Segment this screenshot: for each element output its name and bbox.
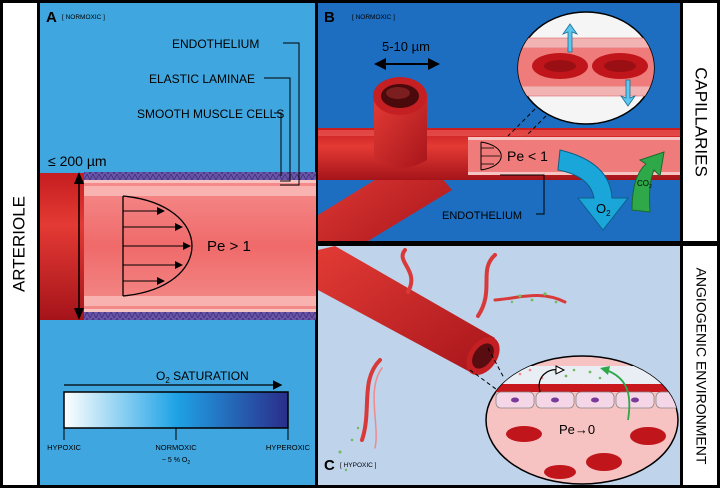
diameter-a: ≤ 200 µm [48, 153, 107, 169]
o2-legend: O2 SATURATION HYPOXIC NORMOXIC ~ 5 % O2 … [47, 369, 311, 466]
right-strip-bottom [683, 246, 717, 485]
smooth-muscle-bottom [84, 312, 316, 320]
panel-a-letter: A [46, 9, 57, 26]
legend-normoxic-value: ~ 5 % O2 [162, 457, 190, 466]
panel-b-condition: [ NORMOXIC ] [352, 14, 395, 21]
legend-gradient-bar [63, 391, 289, 429]
right-strip-top [683, 3, 717, 241]
peclet-a: Pe > 1 [207, 238, 251, 255]
peclet-c: Pe→0 [559, 422, 595, 437]
leader-elastic [264, 77, 291, 182]
arteriole-lumen [84, 183, 316, 309]
zoom-angiogenic: Pe→0 [485, 355, 679, 485]
panel-b: B [ NORMOXIC ] 5-10 µm Pe < 1 ENDOTHELIU… [318, 3, 680, 241]
label-angiogenic: ANGIOGENIC ENVIRONMENT [693, 268, 709, 465]
legend-title: O2 SATURATION [156, 369, 249, 385]
flow-profile-b [480, 141, 502, 171]
angiogenic-vessel [318, 246, 495, 372]
flow-profile-a [122, 195, 193, 297]
label-endothelium-b: ENDOTHELIUM [442, 210, 522, 222]
smooth-muscle-top [84, 172, 316, 180]
peclet-b: Pe < 1 [507, 148, 548, 164]
leader-endothelium-b [500, 174, 545, 215]
panel-c: C [ HYPOXIC ] [318, 246, 680, 485]
panel-a: A [ NORMOXIC ] ≤ 200 µm Pe > 1 ENDOTHELI… [40, 3, 316, 485]
leader-endothelium [280, 42, 300, 186]
panel-c-condition: [ HYPOXIC ] [340, 462, 377, 469]
leader-smooth [274, 112, 282, 176]
o2-arrow [557, 149, 630, 231]
label-capillaries: CAPILLARIES [692, 67, 711, 177]
o2-label: O2 [596, 201, 611, 218]
label-elastic-laminae: ELASTIC LAMINAE [149, 72, 255, 86]
label-smooth-muscle: SMOOTH MUSCLE CELLS [137, 107, 284, 121]
diameter-b: 5-10 µm [382, 39, 430, 54]
co2-arrow [631, 151, 665, 213]
co2-label: CO2 [637, 179, 652, 190]
left-strip [3, 3, 37, 485]
panel-c-letter: C [324, 457, 335, 474]
zoom-capillary [517, 11, 655, 125]
panel-a-condition: [ NORMOXIC ] [62, 14, 105, 21]
capillary-stub [374, 98, 427, 168]
legend-hyperoxic: HYPEROXIC [266, 443, 311, 452]
legend-hypoxic: HYPOXIC [47, 443, 81, 452]
legend-normoxic: NORMOXIC [155, 443, 197, 452]
label-endothelium-a: ENDOTHELIUM [172, 37, 259, 51]
label-arteriole: ARTERIOLE [9, 196, 28, 292]
panel-b-letter: B [324, 9, 335, 26]
